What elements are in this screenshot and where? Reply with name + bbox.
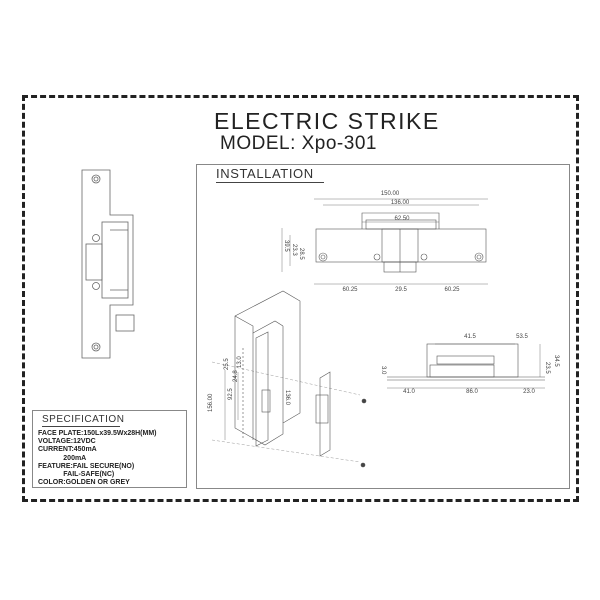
spec-line: FAIL-SAFE(NC) bbox=[38, 471, 115, 479]
top-view-dimensions: 150.00 136.00 62.50 60.25 29.5 60.25 39.… bbox=[283, 191, 460, 293]
spec-line: FACE PLATE:150Lx39.5Wx28H(MM) bbox=[38, 430, 157, 437]
specification-list: FACE PLATE:150Lx39.5Wx28H(MM)VOLTAGE:12V… bbox=[38, 430, 157, 487]
installation-panel bbox=[196, 164, 570, 489]
dim-height-inner-side: 23.5 bbox=[544, 362, 550, 374]
dim-iso-top-a: 25.5 bbox=[224, 358, 230, 370]
dim-bottom-left: 41.0 bbox=[403, 389, 415, 395]
isometric-dimensions: 156.00 92.5 24.8 25.5 13.0 136.0 bbox=[208, 356, 290, 412]
dim-overall-length: 150.00 bbox=[381, 191, 400, 197]
side-view-drawing bbox=[387, 343, 545, 389]
dim-left-offset: 60.25 bbox=[342, 287, 358, 293]
dim-iso-upper: 24.8 bbox=[233, 370, 239, 382]
dim-hole-span: 136.00 bbox=[391, 200, 410, 206]
dim-iso-door-edge: 136.0 bbox=[284, 390, 290, 406]
spec-line: FEATURE:FAIL SECURE(NO) bbox=[38, 462, 135, 470]
dim-iso-body: 92.5 bbox=[228, 388, 234, 400]
dim-top-right: 53.5 bbox=[516, 334, 528, 340]
specification-panel bbox=[32, 410, 187, 488]
dim-height-outer: 39.5 bbox=[283, 240, 289, 252]
product-title: ELECTRIC STRIKE bbox=[214, 108, 440, 134]
dim-height-mid: 28.5 bbox=[298, 248, 304, 260]
dim-iso-overall: 156.00 bbox=[208, 393, 214, 412]
spec-line: VOLTAGE:12VDC bbox=[38, 438, 96, 446]
dim-right-offset: 60.25 bbox=[444, 287, 460, 293]
dim-bottom-center: 86.0 bbox=[466, 389, 478, 395]
dim-center: 29.5 bbox=[395, 287, 407, 293]
model-label: MODEL: Xpo-301 bbox=[220, 133, 377, 154]
spec-line: CURRENT:450mA bbox=[38, 446, 97, 454]
dim-top-left: 41.5 bbox=[464, 334, 476, 340]
spec-line: COLOR:GOLDEN OR GREY bbox=[38, 479, 130, 487]
side-view-dimensions: 41.5 53.5 41.0 86.0 23.0 3.0 34.5 23.5 bbox=[380, 334, 559, 395]
installation-title: INSTALLATION bbox=[216, 166, 324, 183]
dim-height-outer-side: 34.5 bbox=[553, 355, 559, 367]
specification-title: SPECIFICATION bbox=[42, 414, 125, 427]
dim-plate-thickness: 3.0 bbox=[380, 366, 386, 375]
strike-product-illustration bbox=[81, 169, 135, 359]
dim-iso-top-b: 13.0 bbox=[237, 356, 243, 368]
dim-height-inner: 23.3 bbox=[291, 244, 297, 256]
isometric-installation-drawing bbox=[211, 290, 367, 468]
top-view-drawing bbox=[281, 198, 488, 285]
dashed-page-border bbox=[22, 95, 579, 502]
dim-body-width: 62.50 bbox=[394, 216, 410, 222]
dim-bottom-right: 23.0 bbox=[523, 389, 535, 395]
spec-line: 200mA bbox=[38, 454, 87, 462]
